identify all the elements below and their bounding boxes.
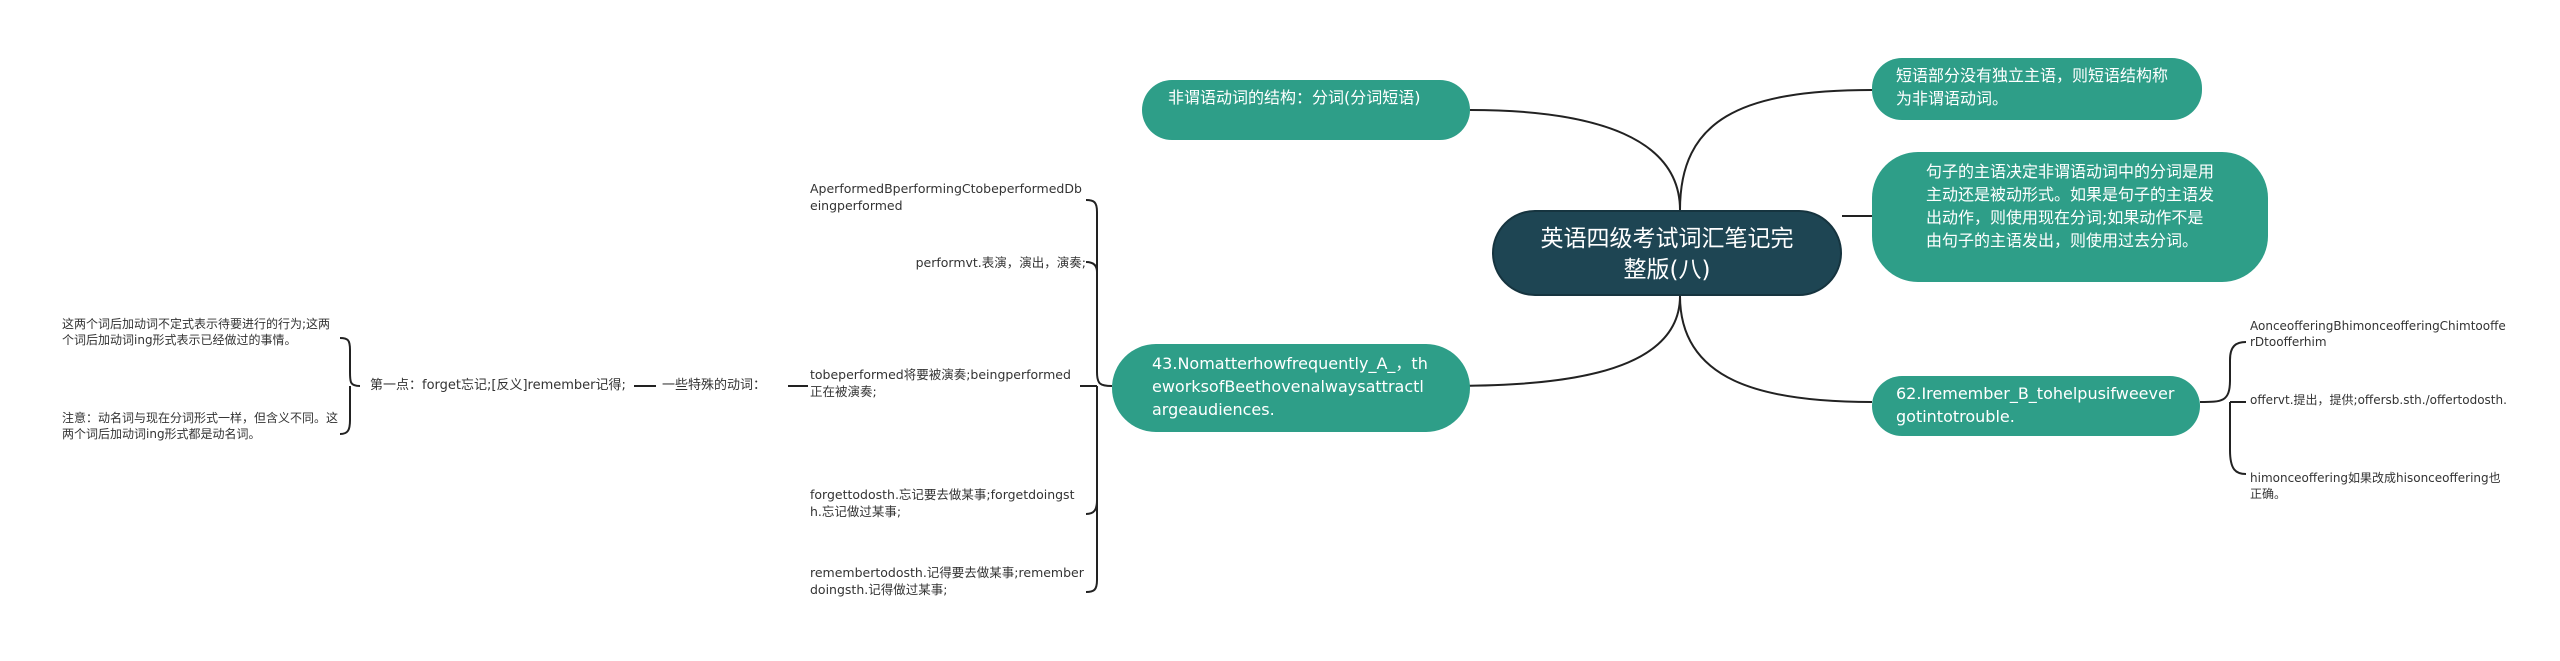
right-node-top2[interactable]: 句子的主语决定非谓语动词中的分词是用主动还是被动形式。如果是句子的主语发出动作，…	[1872, 152, 2268, 282]
connector-left-top	[1469, 109, 1681, 211]
note-infinitive-gerund: 这两个词后加动词不定式表示待要进行的行为;这两个词后加动词ing形式表示已经做过…	[62, 316, 338, 348]
right-node-top1-text: 短语部分没有独立主语，则短语结构称为非谓语动词。	[1896, 66, 2169, 108]
q43-item-forget: forgettodosth.忘记要去做某事;forgetdoingsth.忘记做…	[810, 486, 1086, 520]
left-node-top-text: 非谓语动词的结构：分词(分词短语)	[1168, 88, 1421, 107]
connector-q62-bracket-low	[2229, 402, 2247, 475]
left-node-top[interactable]: 非谓语动词的结构：分词(分词短语)	[1142, 80, 1470, 140]
connector-right-q62	[1679, 295, 1873, 403]
point-one-label: 第一点：forget忘记;[反义]remember记得;	[370, 377, 626, 395]
note-gerund-participle-text: 注意：动名词与现在分词形式一样，但含义不同。这两个词后加动词ing形式都是动名词…	[62, 411, 339, 441]
q62-item-offer-text: offervt.提出，提供;offersb.sth./offertodosth.	[2250, 393, 2507, 407]
q62-item-options: AonceofferingBhimonceofferingChimtooffer…	[2250, 318, 2510, 350]
special-verbs-label: 一些特殊的动词：	[662, 377, 766, 395]
left-node-q43[interactable]: 43.Nomatterhowfrequently_A_，theworksofBe…	[1112, 344, 1470, 432]
q43-item-perform-text: performvt.表演，演出，演奏;	[915, 255, 1086, 270]
point-one-text: 第一点：forget忘记;[反义]remember记得;	[370, 378, 626, 393]
left-node-q43-text: 43.Nomatterhowfrequently_A_，theworksofBe…	[1152, 354, 1428, 419]
note-gerund-participle: 注意：动名词与现在分词形式一样，但含义不同。这两个词后加动词ing形式都是动名词…	[62, 410, 338, 442]
q62-item-options-text: AonceofferingBhimonceofferingChimtooffer…	[2250, 319, 2506, 349]
connector-q43-bracket	[1085, 199, 1113, 387]
connector-q43-bracket-4	[1085, 386, 1098, 515]
connector-left-q43	[1442, 295, 1681, 387]
q43-item-remember-text: remembertodosth.记得要去做某事;rememberdoingsth…	[810, 565, 1084, 597]
central-topic[interactable]: 英语四级考试词汇笔记完整版(八)	[1492, 210, 1842, 296]
q43-item-options: AperformedBperformingCtobeperformedDbein…	[810, 180, 1086, 214]
q62-item-offer: offervt.提出，提供;offersb.sth./offertodosth.	[2250, 392, 2510, 408]
q43-item-tobeperformed-text: tobeperformed将要被演奏;beingperformed正在被演奏;	[810, 367, 1071, 399]
q43-item-perform: performvt.表演，演出，演奏;	[900, 254, 1086, 271]
right-node-top2-text: 句子的主语决定非谓语动词中的分词是用主动还是被动形式。如果是句子的主语发出动作，…	[1926, 162, 2215, 250]
q43-item-remember: remembertodosth.记得要去做某事;rememberdoingsth…	[810, 564, 1086, 598]
connector-right-top1	[1679, 89, 1873, 211]
central-topic-text: 英语四级考试词汇笔记完整版(八)	[1540, 226, 1794, 283]
connector-q43-bracket-5	[1085, 500, 1098, 593]
q43-item-forget-text: forgettodosth.忘记要去做某事;forgetdoingsth.忘记做…	[810, 487, 1075, 519]
connector-notes-bracket	[339, 337, 361, 387]
connector-q43-bracket-2	[1085, 261, 1098, 273]
q62-item-note: himonceoffering如果改成hisonceoffering也正确。	[2250, 470, 2510, 502]
connector-notes-bracket-low	[339, 386, 351, 435]
q62-item-note-text: himonceoffering如果改成hisonceoffering也正确。	[2250, 471, 2501, 501]
q43-item-tobeperformed: tobeperformed将要被演奏;beingperformed正在被演奏;	[810, 366, 1080, 400]
special-verbs-text: 一些特殊的动词：	[662, 378, 767, 393]
q43-item-options-text: AperformedBperformingCtobeperformedDbein…	[810, 181, 1082, 213]
right-node-q62[interactable]: 62.Iremember_B_tohelpusifweevergotintotr…	[1872, 376, 2200, 436]
note-infinitive-gerund-text: 这两个词后加动词不定式表示待要进行的行为;这两个词后加动词ing形式表示已经做过…	[62, 317, 331, 347]
right-node-top1[interactable]: 短语部分没有独立主语，则短语结构称为非谓语动词。	[1872, 58, 2202, 120]
right-node-q62-text: 62.Iremember_B_tohelpusifweevergotintotr…	[1896, 384, 2175, 426]
connector-q62-bracket	[2199, 341, 2247, 403]
